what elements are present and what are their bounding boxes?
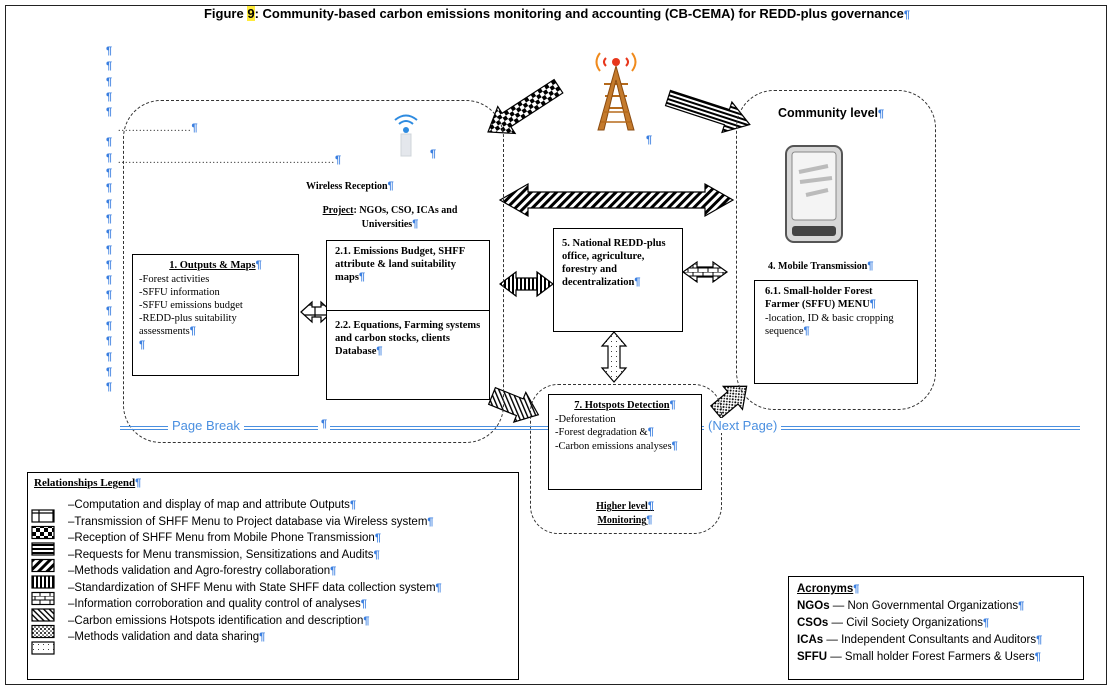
pilcrow-mark: ¶ bbox=[106, 243, 113, 256]
legend-title: Relationships Legend¶ bbox=[34, 477, 142, 489]
database-box: 2.1. Emissions Budget, SHFF attribute & … bbox=[326, 240, 490, 400]
smallholder-menu-box: 6.1. Small-holder Forest Farmer (SFFU) M… bbox=[754, 280, 918, 384]
figure-title: Figure 9: Community-based carbon emissio… bbox=[0, 6, 1114, 21]
pilcrow-mark: ¶ bbox=[106, 320, 113, 333]
emissions-budget-section: 2.1. Emissions Budget, SHFF attribute & … bbox=[327, 241, 489, 311]
pilcrow-mark: ¶ bbox=[646, 134, 653, 146]
dotted-leader: ........................................… bbox=[118, 154, 343, 166]
pilcrow-mark: ¶ bbox=[106, 258, 113, 271]
figure-number: 9 bbox=[247, 6, 255, 21]
acronyms-title: Acronyms¶ bbox=[797, 583, 860, 595]
community-level-label: Community level¶ bbox=[778, 106, 885, 120]
higher-level-label: Higher level¶ Monitoring¶ bbox=[590, 500, 660, 528]
legend-item: –Methods validation and data sharing¶ bbox=[68, 631, 266, 644]
brick-double-arrow bbox=[681, 260, 729, 284]
legend-item: –Reception of SHFF Menu from Mobile Phon… bbox=[68, 532, 381, 545]
acronym-row: SFFU — Small holder Forest Farmers & Use… bbox=[797, 650, 1041, 663]
mobile-transmission-label: 4. Mobile Transmission¶ bbox=[768, 260, 874, 272]
pilcrow-mark: ¶ bbox=[430, 148, 437, 160]
pilcrow-mark: ¶ bbox=[106, 45, 113, 57]
radio-tower-icon bbox=[595, 52, 637, 131]
pilcrow-mark: ¶ bbox=[139, 339, 146, 351]
smallholder-title: 6.1. Small-holder Forest Farmer (SFFU) M… bbox=[765, 286, 876, 311]
sdots-double-arrow bbox=[600, 331, 628, 383]
legend-item: –Requests for Menu transmission, Sensiti… bbox=[68, 548, 380, 561]
page-break-label: Page Break bbox=[168, 418, 244, 433]
outputs-item: -SFFU information bbox=[139, 286, 220, 298]
checkered-arrow bbox=[487, 78, 564, 135]
mobile-phone-icon bbox=[785, 145, 843, 243]
hstripe-arrow bbox=[664, 89, 751, 134]
acronym-row: NGOs — Non Governmental Organizations¶ bbox=[797, 599, 1025, 612]
outputs-title: 1. Outputs & Maps¶ bbox=[169, 259, 262, 271]
pilcrow-mark: ¶ bbox=[106, 289, 113, 302]
monitoring-line: Monitoring¶ bbox=[597, 513, 653, 526]
pilcrow-mark: ¶ bbox=[106, 212, 113, 225]
community-container bbox=[736, 90, 936, 410]
outputs-item: -SFFU emissions budget bbox=[139, 300, 243, 311]
legend-items: –Computation and display of map and attr… bbox=[34, 497, 512, 646]
outputs-maps-box: 1. Outputs & Maps¶ -Forest activities -S… bbox=[132, 254, 299, 376]
hotspots-box: 7. Hotspots Detection¶ -Deforestation -F… bbox=[548, 394, 702, 490]
pilcrow-mark: ¶ bbox=[318, 418, 331, 430]
national-redd-box: 5. National REDD-plus office, agricultur… bbox=[553, 228, 683, 332]
acronym-row: CSOs — Civil Society Organizations¶ bbox=[797, 616, 990, 629]
pilcrow-mark: ¶ bbox=[106, 365, 113, 378]
legend-item: –Standardization of SHFF Menu with State… bbox=[68, 581, 442, 594]
smallholder-text: -location, ID & basic cropping sequence¶ bbox=[765, 312, 894, 337]
pilcrow-mark: ¶ bbox=[106, 136, 113, 149]
pilcrow-mark: ¶ bbox=[106, 228, 113, 241]
diagonal-double-arrow bbox=[498, 182, 735, 218]
acronym-row: ICAs — Independent Consultants and Audit… bbox=[797, 633, 1043, 646]
hotspots-item: -Forest degradation &¶ bbox=[555, 425, 654, 438]
pilcrow-mark: ¶ bbox=[106, 335, 113, 348]
project-label: Project: NGOs, CSO, ICAs and Universitie… bbox=[322, 205, 458, 230]
pilcrow-mark: ¶ bbox=[106, 381, 113, 394]
pilcrow-mark: ¶ bbox=[106, 167, 113, 180]
higher-level-container bbox=[530, 384, 722, 534]
pilcrow-mark: ¶ bbox=[106, 182, 113, 195]
outputs-item: -Forest activities bbox=[139, 273, 210, 285]
title-prefix: Figure bbox=[203, 6, 248, 21]
higher-level-line: Higher level¶ bbox=[596, 500, 654, 512]
wireless-reception-label: Wireless Reception¶ bbox=[306, 180, 394, 192]
legend-item: –Information corroboration and quality c… bbox=[68, 598, 367, 611]
acronyms-box: Acronyms¶ NGOs — Non Governmental Organi… bbox=[788, 576, 1084, 680]
hotspots-title: 7. Hotspots Detection¶ bbox=[574, 399, 676, 411]
pilcrow-mark: ¶ bbox=[106, 90, 113, 103]
pilcrow-column: ¶ ¶ ¶ ¶ ¶ ¶ ¶ ¶ ¶ ¶ ¶ ¶ ¶ ¶ ¶ ¶ ¶ ¶ ¶ ¶ … bbox=[106, 44, 112, 396]
project-container bbox=[123, 100, 504, 443]
pilcrow-mark: ¶ bbox=[106, 106, 113, 119]
hotspots-item: -Carbon emissions analyses¶ bbox=[555, 439, 678, 452]
pilcrow-mark: ¶ bbox=[106, 60, 113, 73]
legend-item: –Transmission of SHFF Menu to Project da… bbox=[68, 515, 434, 528]
equations-section: 2.2. Equations, Farming systems and carb… bbox=[335, 320, 481, 358]
relationships-legend: Relationships Legend¶ –Computation and d… bbox=[27, 472, 519, 680]
pilcrow-mark: ¶ bbox=[106, 304, 113, 317]
legend-item: –Computation and display of map and attr… bbox=[68, 499, 357, 512]
pilcrow-mark: ¶ bbox=[903, 9, 911, 21]
pilcrow-mark: ¶ bbox=[106, 197, 113, 210]
pilcrow-mark: ¶ bbox=[106, 350, 113, 363]
legend-swatches bbox=[31, 509, 55, 655]
page-frame bbox=[5, 5, 1107, 685]
pilcrow-mark: ¶ bbox=[106, 274, 113, 287]
pilcrow-mark: ¶ bbox=[106, 75, 113, 88]
pilcrow-mark: ¶ bbox=[106, 151, 113, 164]
next-page-label: (Next Page) bbox=[704, 418, 782, 433]
legend-item: –Carbon emissions Hotspots identificatio… bbox=[68, 614, 370, 627]
title-text: : Community-based carbon emissions monit… bbox=[254, 6, 904, 21]
outputs-item: -REDD-plus suitability assessments¶ bbox=[139, 313, 237, 338]
legend-item: –Methods validation and Agro-forestry co… bbox=[68, 565, 337, 578]
hotspots-item: -Deforestation bbox=[555, 413, 616, 425]
wireless-icon bbox=[394, 114, 418, 157]
